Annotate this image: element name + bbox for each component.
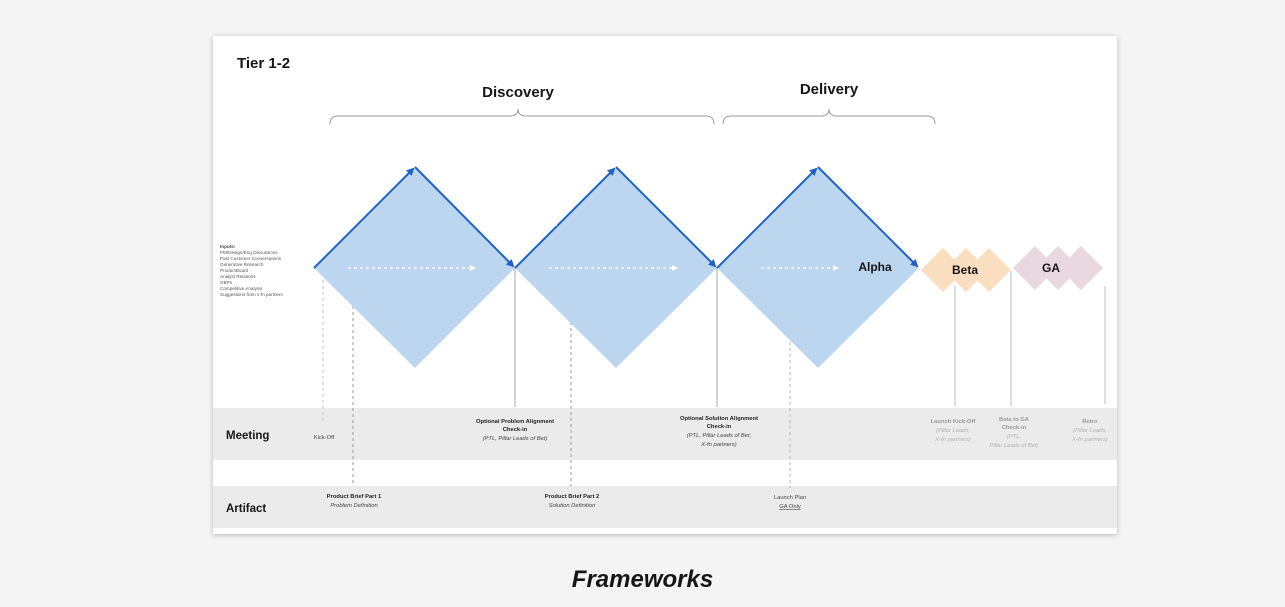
row-label-artifact: Artifact xyxy=(226,503,266,515)
delivery-edge-up xyxy=(716,167,818,269)
input-item: Suggestions from x-fn partners xyxy=(220,292,284,297)
solution-edge-down xyxy=(615,166,717,268)
solution-alignment-note: (PTL, Pillar Leads of Bet, xyxy=(687,433,751,439)
artifact-title: Product Brief Part 2 xyxy=(545,494,599,500)
beta-to-ga-title: Beta to GA xyxy=(999,417,1030,423)
row-label-meeting: Meeting xyxy=(226,430,269,442)
inputs-list: Inputs: PM/Design/Eng Discussions Past C… xyxy=(220,244,284,297)
meeting-solution-alignment: Optional Solution Alignment Check-in (PT… xyxy=(680,416,758,448)
delivery-brace xyxy=(722,108,936,125)
inputs-heading: Inputs: xyxy=(220,244,236,249)
meeting-launch-kickoff: Launch Kick-Off (Pillar Leads, X-fn part… xyxy=(931,419,976,443)
artifact-title: Product Brief Part 1 xyxy=(327,494,382,500)
artifact-brief2: Product Brief Part 2 Solution Definition xyxy=(545,494,599,509)
input-item: Competitive Analysis xyxy=(220,286,263,291)
artifact-brief1: Product Brief Part 1 Problem Definition xyxy=(327,494,382,509)
delivery-edge-down xyxy=(817,166,919,268)
input-item: Analyst Relations xyxy=(220,274,256,279)
artifact-band xyxy=(213,486,1117,528)
retro-note: (Pillar Leads, xyxy=(1073,428,1107,434)
problem-alignment-subtitle: Check-in xyxy=(503,427,528,433)
retro-note: X-fn partners) xyxy=(1071,437,1108,443)
artifact-note: GA Only xyxy=(779,504,801,510)
meeting-problem-alignment: Optional Problem Alignment Check-in (PTL… xyxy=(476,419,554,442)
input-item: Past Customer Conversations xyxy=(220,256,282,261)
stage-ga: GA xyxy=(1042,261,1060,275)
beta-to-ga-subtitle: Check-in xyxy=(1002,425,1027,431)
retro-title: Retro xyxy=(1082,419,1098,425)
solution-alignment-note: X-fn partners) xyxy=(700,442,737,448)
slide-caption: Frameworks xyxy=(571,566,714,593)
problem-edge-down xyxy=(414,166,515,268)
artifact-title: Launch Plan xyxy=(774,495,806,501)
problem-edge-up xyxy=(313,167,415,269)
artifact-note: Solution Definition xyxy=(549,503,596,509)
meeting-beta-to-ga: Beta to GA Check-in (PTL, Pillar Leads o… xyxy=(990,417,1039,449)
beta-diamond xyxy=(944,248,988,292)
discovery-brace xyxy=(329,108,715,125)
framework-slide: Tier 1-2 Discovery Delivery ProblemIdent… xyxy=(213,36,1117,534)
problem-alignment-title: Optional Problem Alignment xyxy=(476,419,554,425)
phase-delivery: Delivery xyxy=(800,81,859,98)
input-item: Generative Research xyxy=(220,262,264,267)
solution-alignment-subtitle: Check-in xyxy=(707,424,732,430)
meeting-retro: Retro (Pillar Leads, X-fn partners) xyxy=(1071,419,1108,443)
framework-diagram: Tier 1-2 Discovery Delivery ProblemIdent… xyxy=(213,55,1117,528)
beta-to-ga-note: Pillar Leads of Bet) xyxy=(990,443,1039,449)
beta-diamond xyxy=(921,248,965,292)
problem-alignment-note: (PTL, Pillar Leads of Bet) xyxy=(483,436,548,442)
input-item: OBPs xyxy=(220,280,233,285)
ga-diamond xyxy=(1059,246,1103,290)
launch-kickoff-note: (Pillar Leads, xyxy=(936,428,970,434)
ga-diamond xyxy=(1013,246,1057,290)
solution-alignment-title: Optional Solution Alignment xyxy=(680,416,758,422)
stage-alpha: Alpha xyxy=(858,260,892,274)
input-item: ProductBoard xyxy=(220,268,249,273)
ga-diamond xyxy=(1036,246,1080,290)
phase-discovery: Discovery xyxy=(482,84,554,101)
input-item: PM/Design/Eng Discussions xyxy=(220,250,278,255)
launch-kickoff-title: Launch Kick-Off xyxy=(931,419,976,425)
stage-beta: Beta xyxy=(952,263,978,277)
meeting-kickoff: Kick-Off xyxy=(314,435,335,441)
beta-to-ga-note: (PTL, xyxy=(1007,434,1021,440)
artifact-launch-plan: Launch Plan GA Only xyxy=(774,495,806,510)
meeting-band xyxy=(213,408,1117,460)
tier-label: Tier 1-2 xyxy=(237,55,290,72)
launch-kickoff-note: X-fn partners) xyxy=(934,437,971,443)
beta-diamond xyxy=(967,248,1011,292)
artifact-note: Problem Definition xyxy=(330,503,377,509)
solution-edge-up xyxy=(514,167,616,269)
